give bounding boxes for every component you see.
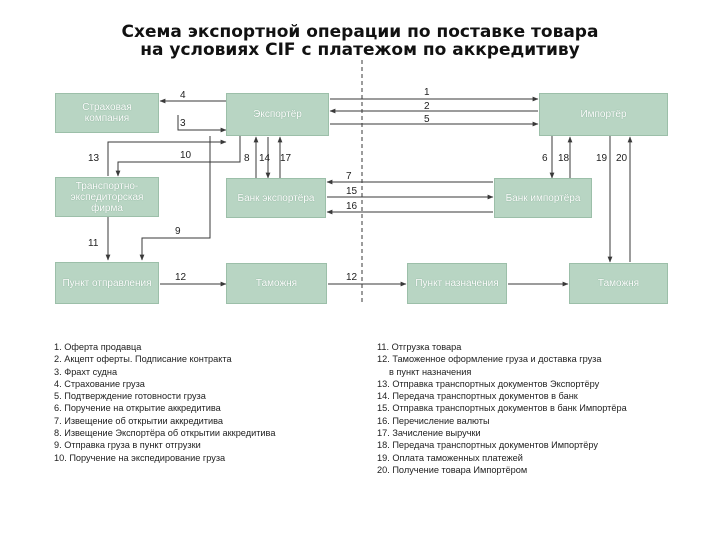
legend-item: 13. Отправка транспортных документов Экс…: [377, 378, 600, 389]
legend-item: в пункт назначения: [389, 366, 472, 377]
edge-13: [107, 139, 227, 176]
legend-item: 14. Передача транспортных документов в б…: [377, 391, 578, 402]
label-13: 13: [88, 153, 100, 164]
node-customs-export: Таможня: [226, 263, 327, 304]
label-19: 19: [596, 153, 608, 164]
legend-item: 2. Акцепт оферты. Подписание контракта: [54, 354, 232, 365]
legend-item: 1. Оферта продавца: [54, 342, 142, 352]
legend-item: 10. Поручение на экспедирование груза: [54, 452, 226, 463]
label-14: 14: [259, 153, 271, 164]
legend-item: 18. Передача транспортных документов Имп…: [377, 440, 598, 451]
label-16: 16: [346, 201, 358, 212]
node-importer: Импортёр: [539, 93, 668, 136]
legend-item: 8. Извещение Экспортёра об открытии аккр…: [54, 428, 276, 439]
label-7: 7: [346, 171, 352, 182]
legend-item: 3. Фрахт судна: [54, 366, 118, 377]
legend-item: 19. Оплата таможенных платежей: [377, 452, 523, 463]
diagram-title-line2: на условиях CIF с платежом по аккредитив…: [140, 40, 580, 60]
node-forwarder: Транспортно-экспедиторская фирма: [55, 177, 159, 217]
legend-item: 17. Зачисление выручки: [377, 428, 481, 439]
label-1: 1: [424, 87, 430, 98]
label-9: 9: [175, 226, 181, 237]
node-destination-point: Пункт назначения: [407, 263, 507, 304]
label-18: 18: [558, 153, 570, 164]
legend-item: 6. Поручение на открытие аккредитива: [54, 403, 221, 414]
node-insurance: Страховая компания: [55, 93, 159, 133]
node-exporter: Экспортёр: [226, 93, 329, 136]
label-11: 11: [88, 238, 99, 249]
label-15: 15: [346, 186, 358, 197]
label-10: 10: [180, 150, 192, 161]
legend-right: 11. Отгрузка товара 12. Таможенное оформ…: [377, 341, 627, 476]
label-17: 17: [280, 153, 292, 164]
node-departure-point: Пункт отправления: [55, 262, 159, 304]
edge-9: [139, 136, 211, 261]
legend-item: 5. Подтверждение готовности груза: [54, 391, 206, 402]
label-3: 3: [180, 118, 186, 129]
legend-item: 11. Отгрузка товара: [377, 342, 462, 352]
legend-item: 4. Страхование груза: [54, 378, 145, 389]
label-6: 6: [542, 153, 548, 164]
label-20: 20: [616, 153, 628, 164]
label-4: 4: [180, 90, 186, 101]
legend-item: 20. Получение товара Импортёром: [377, 464, 528, 475]
diagram-title-line1: Схема экспортной операции по поставке то…: [121, 22, 599, 42]
edge-10: [115, 136, 241, 177]
node-exporter-bank: Банк экспортёра: [226, 178, 326, 218]
legend-item: 9. Отправка груза в пункт отгрузки: [54, 440, 201, 451]
legend-item: 15. Отправка транспортных документов в б…: [377, 403, 627, 414]
legend-item: 16. Перечисление валюты: [377, 415, 490, 426]
node-customs-import: Таможня: [569, 263, 668, 304]
legend-left: 1. Оферта продавца 2. Акцепт оферты. Под…: [54, 341, 275, 464]
legend-item: 7. Извещение об открытии аккредитива: [54, 415, 224, 426]
label-12b: 12: [346, 272, 358, 283]
label-12a: 12: [175, 272, 187, 283]
label-8: 8: [244, 153, 250, 164]
legend-item: 12. Таможенное оформление груза и достав…: [377, 354, 602, 365]
node-importer-bank: Банк импортёра: [494, 178, 592, 218]
label-2: 2: [424, 101, 430, 112]
edge-3: [177, 115, 227, 133]
label-5: 5: [424, 114, 430, 125]
